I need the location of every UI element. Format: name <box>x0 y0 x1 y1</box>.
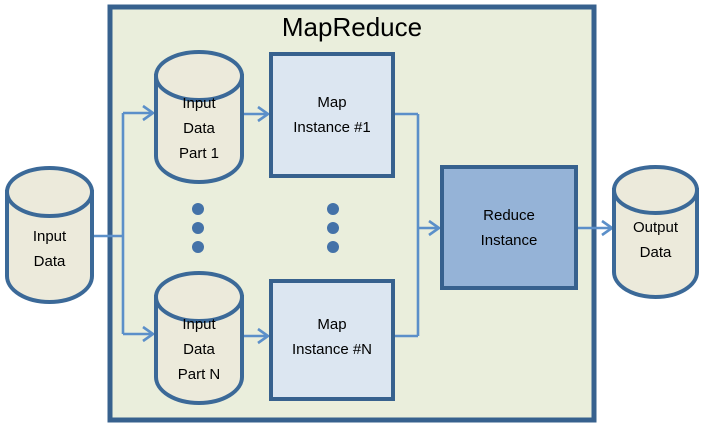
input-data-cylinder-top <box>5 166 94 218</box>
output-data-label-line-2b: Data <box>640 244 672 261</box>
arrowhead-to-reduce <box>428 219 442 237</box>
reduce-instance-box <box>440 165 578 290</box>
output-data-cylinder-body <box>612 188 699 299</box>
input-part-n-label-line-2: Data <box>183 341 215 358</box>
ellipsis-dot <box>192 203 204 215</box>
node-output-data[interactable]: Output Data <box>612 165 699 299</box>
ellipsis-left-column <box>192 203 204 253</box>
input-data-label-line-1: Input <box>33 228 67 245</box>
input-part-n-label-line-3: Part N <box>178 366 221 383</box>
arrowhead-to-map1 <box>257 105 271 123</box>
node-reduce-instance[interactable]: Reduce Instance <box>440 165 578 290</box>
connector-group <box>92 111 611 338</box>
input-data-cylinder-body <box>5 190 94 304</box>
node-input-data[interactable]: Input Data <box>5 166 94 304</box>
ellipsis-dot <box>192 241 204 253</box>
ellipsis-dot <box>327 203 339 215</box>
reduce-instance-label-line-1: Reduce <box>483 207 535 224</box>
node-input-data-part-n[interactable]: Input Data Part N <box>154 271 244 405</box>
map-instance-n-label-line-2: Instance #N <box>292 341 372 358</box>
node-map-instance-1[interactable]: Map Instance #1 <box>269 52 395 178</box>
map-instance-n-box <box>269 279 395 401</box>
input-part-n-cylinder-top <box>154 271 244 323</box>
ellipsis-right-column <box>327 203 339 253</box>
input-part-1-cylinder-top <box>154 50 244 102</box>
input-part-1-label-line-1: Input <box>182 95 216 112</box>
diagram-title: MapReduce <box>282 12 422 42</box>
map-instance-1-box <box>269 52 395 178</box>
ellipsis-dot <box>192 222 204 234</box>
arrowhead-group <box>142 104 615 345</box>
ellipsis-dot <box>327 241 339 253</box>
output-data-label-line-1: Output <box>633 219 679 236</box>
ellipsis-dot <box>327 222 339 234</box>
input-part-1-label-line-2: Data <box>183 120 215 137</box>
arrowhead-to-part1 <box>142 104 156 122</box>
node-input-data-part-1[interactable]: Input Data Part 1 <box>154 50 244 184</box>
map-instance-n-label-line-1: Map <box>317 316 346 333</box>
input-part-n-label-line-1: Input <box>182 316 216 333</box>
output-data-cylinder-top <box>612 165 699 215</box>
arrowhead-to-partn <box>142 325 156 343</box>
input-part-1-label-line-3: Part 1 <box>179 145 219 162</box>
map-instance-1-label-line-2: Instance #1 <box>293 119 371 136</box>
node-map-instance-n[interactable]: Map Instance #N <box>269 279 395 401</box>
reduce-instance-label-line-2: Instance <box>481 232 538 249</box>
arrowhead-to-mapn <box>257 327 271 345</box>
map-instance-1-label-line-1: Map <box>317 94 346 111</box>
input-part-n-cylinder-body <box>154 295 244 405</box>
input-data-label-line-2: Data <box>34 253 66 270</box>
input-part-1-cylinder-body <box>154 74 244 184</box>
